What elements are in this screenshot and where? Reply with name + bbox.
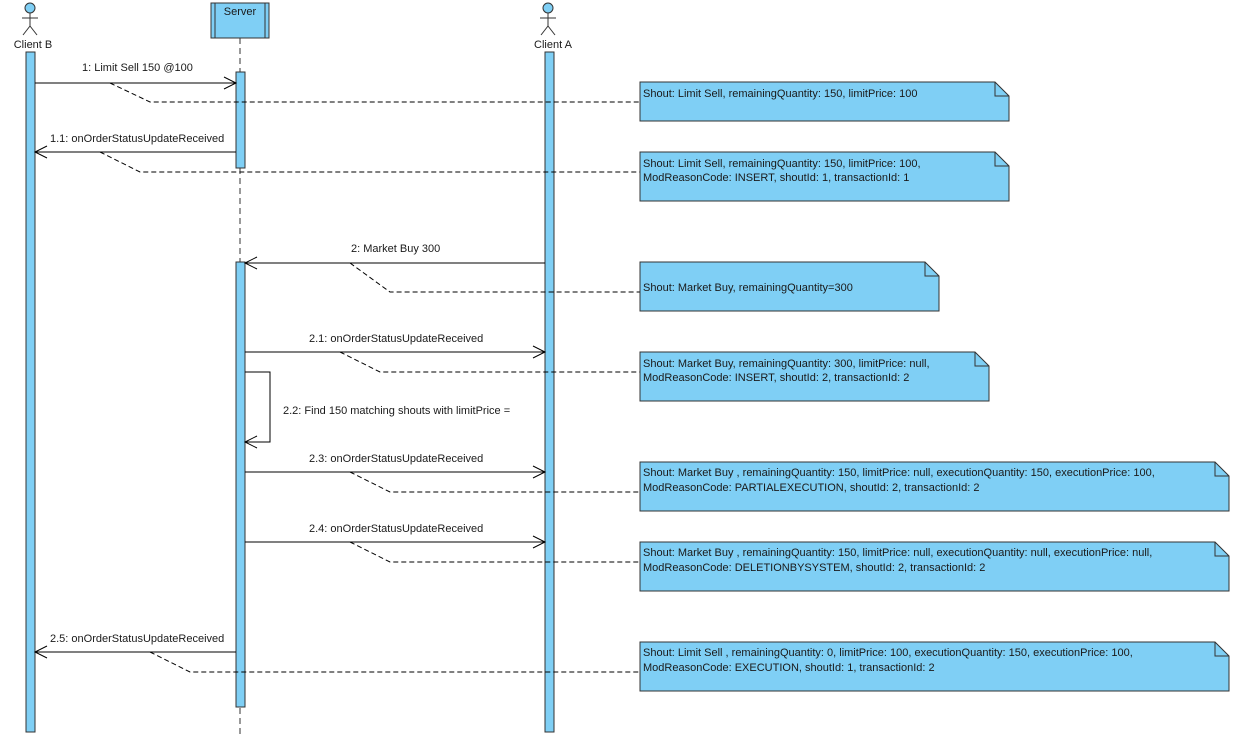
note-connector: [99, 151, 640, 173]
actor-icon: [22, 2, 38, 36]
message-label: 1.1: onOrderStatusUpdateReceived: [50, 133, 224, 145]
note-line: Shout: Limit Sell, remainingQuantity: 15…: [643, 158, 921, 170]
note-connector: [149, 651, 640, 673]
participant-client-a: Client A: [534, 2, 573, 51]
message-1: 1: Limit Sell 150 @100: [35, 62, 238, 90]
message-2-1: 2.1: onOrderStatusUpdateReceived: [245, 333, 547, 359]
note: Shout: Market Buy, remainingQuantity=300: [639, 261, 940, 312]
message-label: 2.4: onOrderStatusUpdateReceived: [309, 523, 483, 535]
note-line: Shout: Limit Sell , remainingQuantity: 0…: [643, 647, 1133, 659]
note: Shout: Limit Sell , remainingQuantity: 0…: [639, 641, 1230, 692]
message-label: 2: Market Buy 300: [351, 243, 440, 255]
message-2-3: 2.3: onOrderStatusUpdateReceived: [245, 453, 547, 479]
note-line: ModReasonCode: EXECUTION, shoutId: 1, tr…: [643, 662, 935, 674]
note-line: Shout: Market Buy , remainingQuantity: 1…: [643, 547, 1152, 559]
note-line: ModReasonCode: INSERT, shoutId: 2, trans…: [643, 372, 909, 384]
note: Shout: Limit Sell, remainingQuantity: 15…: [639, 151, 1010, 202]
participant-client-b: Client B: [14, 2, 53, 51]
activation-server-1: [235, 71, 246, 169]
note: Shout: Market Buy , remainingQuantity: 1…: [639, 541, 1230, 592]
message-label: 2.1: onOrderStatusUpdateReceived: [309, 333, 483, 345]
note-connector: [349, 541, 640, 563]
activation-server-2: [235, 261, 246, 708]
note-line: Shout: Limit Sell, remainingQuantity: 15…: [643, 88, 918, 100]
note-connector: [349, 471, 640, 493]
message-2: 2: Market Buy 300: [243, 243, 545, 270]
activation-client-b: [25, 51, 36, 733]
participant-name: Client A: [534, 39, 573, 51]
note-connector: [339, 351, 640, 373]
note-line: Shout: Market Buy, remainingQuantity=300: [643, 282, 853, 294]
note-line: ModReasonCode: INSERT, shoutId: 1, trans…: [643, 172, 909, 184]
message-label: 1: Limit Sell 150 @100: [82, 62, 193, 74]
activation-client-a: [544, 51, 555, 733]
participant-server: Server: [210, 2, 270, 39]
message-2-5: 2.5: onOrderStatusUpdateReceived: [33, 633, 236, 659]
message-1-1: 1.1: onOrderStatusUpdateReceived: [33, 133, 236, 159]
message-label: 2.2: Find 150 matching shouts with limit…: [283, 405, 510, 417]
message-label: 2.5: onOrderStatusUpdateReceived: [50, 633, 224, 645]
message-label: 2.3: onOrderStatusUpdateReceived: [309, 453, 483, 465]
note: Shout: Limit Sell, remainingQuantity: 15…: [639, 81, 1010, 122]
message-2-2: 2.2: Find 150 matching shouts with limit…: [243, 371, 510, 449]
note-line: ModReasonCode: DELETIONBYSYSTEM, shoutId…: [643, 562, 985, 574]
note-line: ModReasonCode: PARTIALEXECUTION, shoutId…: [643, 482, 979, 494]
participant-name: Server: [224, 6, 257, 18]
note-connector: [349, 262, 640, 293]
note: Shout: Market Buy , remainingQuantity: 1…: [639, 461, 1230, 512]
note-line: Shout: Market Buy , remainingQuantity: 1…: [643, 467, 1155, 479]
participant-name: Client B: [14, 39, 53, 51]
note-connector: [109, 82, 640, 103]
actor-icon: [540, 2, 556, 36]
message-2-4: 2.4: onOrderStatusUpdateReceived: [245, 523, 547, 549]
note: Shout: Market Buy, remainingQuantity: 30…: [639, 351, 990, 402]
note-line: Shout: Market Buy, remainingQuantity: 30…: [643, 358, 930, 370]
